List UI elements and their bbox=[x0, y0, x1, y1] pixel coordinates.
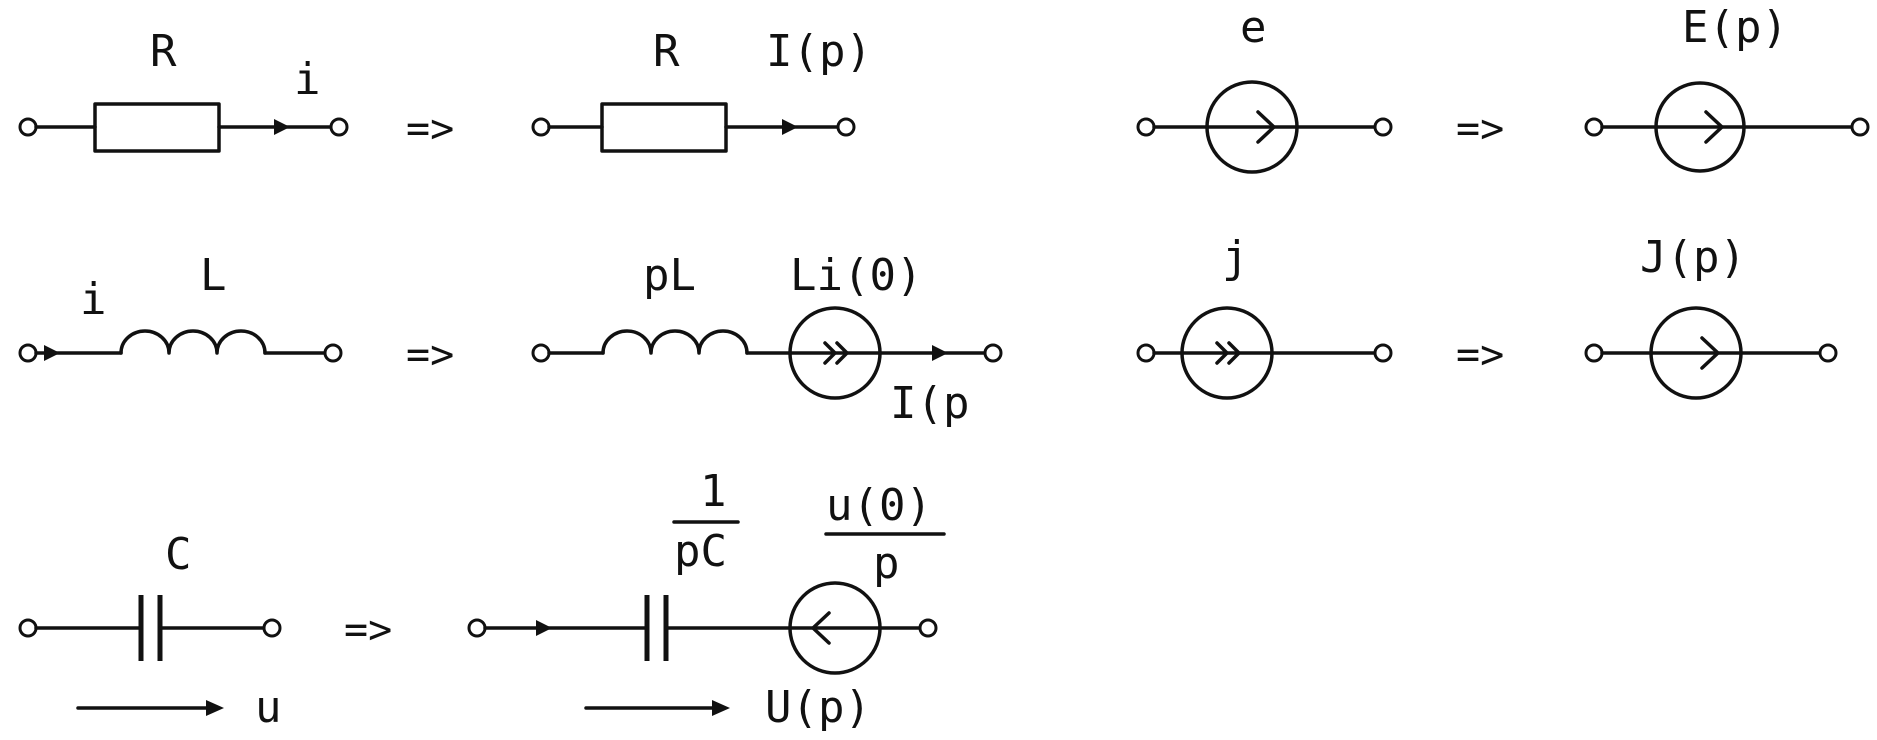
terminal bbox=[918, 618, 938, 638]
terminal bbox=[1373, 117, 1393, 137]
terminal bbox=[983, 343, 1003, 363]
transform-arrow: => bbox=[1456, 106, 1504, 152]
terminal bbox=[1373, 343, 1393, 363]
terminal bbox=[1584, 117, 1604, 137]
resistor-symbol bbox=[600, 102, 728, 153]
terminal bbox=[1136, 343, 1156, 363]
double-arrow bbox=[823, 341, 837, 365]
resistor-original: R i bbox=[18, 26, 349, 153]
inductor-coil bbox=[601, 329, 749, 355]
current-arrow bbox=[536, 620, 552, 636]
terminal bbox=[467, 618, 487, 638]
emf-label: e bbox=[1240, 2, 1267, 53]
voltage-arrowhead bbox=[206, 700, 224, 716]
transform-arrow: => bbox=[1456, 332, 1504, 378]
source-arrow bbox=[1700, 336, 1720, 370]
voltage-image-label: U(p) bbox=[765, 682, 871, 733]
current-source-original: j bbox=[1136, 232, 1393, 400]
capacitor-transformed: 1 pC u(0) p U(p) bbox=[467, 466, 946, 733]
current-arrow bbox=[932, 345, 948, 361]
emf-source-original: e bbox=[1136, 2, 1393, 174]
emf-image-label: E(p) bbox=[1682, 2, 1788, 53]
transform-arrow: => bbox=[406, 106, 454, 152]
source-denominator: p bbox=[873, 538, 900, 589]
resistance-label: R bbox=[653, 26, 680, 77]
source-arrow bbox=[1256, 110, 1276, 144]
source-arrow bbox=[1704, 110, 1724, 144]
resistance-label: R bbox=[150, 26, 177, 77]
terminal bbox=[1850, 117, 1870, 137]
terminal bbox=[836, 117, 856, 137]
current-image-label: I(p bbox=[890, 378, 969, 429]
emf-source-transformed: E(p) bbox=[1584, 2, 1870, 173]
inductor-transformed: pL Li(0) I(p bbox=[531, 250, 1003, 429]
current-source-image-label: J(p) bbox=[1640, 232, 1746, 283]
current-source-label: j bbox=[1222, 232, 1249, 283]
inductor-original: i L bbox=[18, 250, 343, 363]
voltage-source-circle bbox=[1205, 80, 1299, 174]
current-source-circle bbox=[1180, 306, 1274, 400]
double-arrow bbox=[835, 341, 849, 365]
inductance-label: L bbox=[200, 250, 227, 301]
terminal bbox=[18, 117, 38, 137]
double-arrow bbox=[1215, 341, 1229, 365]
terminal bbox=[262, 618, 282, 638]
source-numerator: u(0) bbox=[826, 480, 932, 531]
terminal bbox=[18, 618, 38, 638]
voltage-label: u bbox=[255, 682, 282, 733]
voltage-source-circle bbox=[1654, 81, 1746, 173]
capacitor-original: C u bbox=[18, 529, 282, 733]
current-label: i bbox=[294, 54, 321, 105]
transform-arrow: => bbox=[406, 332, 454, 378]
terminal bbox=[531, 343, 551, 363]
transform-arrow: => bbox=[344, 607, 392, 653]
impedance-denominator: pC bbox=[674, 526, 727, 577]
initial-source-label: Li(0) bbox=[790, 250, 922, 301]
impedance-numerator: 1 bbox=[700, 466, 727, 517]
initial-condition-source-circle bbox=[788, 306, 882, 400]
resistor-transformed: R I(p) bbox=[531, 26, 872, 153]
source-arrow bbox=[811, 611, 831, 645]
double-arrow bbox=[1227, 341, 1241, 365]
current-image-label: I(p) bbox=[766, 26, 872, 77]
terminal bbox=[1136, 117, 1156, 137]
current-arrow bbox=[782, 119, 798, 135]
resistor-symbol bbox=[93, 102, 221, 153]
initial-voltage-source-circle bbox=[788, 581, 882, 675]
current-source-circle bbox=[1649, 306, 1743, 400]
inductor-coil bbox=[119, 329, 267, 355]
capacitance-label: C bbox=[165, 529, 192, 580]
current-source-transformed: J(p) bbox=[1584, 232, 1838, 400]
terminal bbox=[323, 343, 343, 363]
terminal bbox=[1584, 343, 1604, 363]
terminal bbox=[329, 117, 349, 137]
terminal bbox=[531, 117, 551, 137]
current-arrow bbox=[44, 345, 60, 361]
terminal bbox=[1818, 343, 1838, 363]
impedance-label: pL bbox=[643, 250, 696, 301]
voltage-arrowhead bbox=[712, 700, 730, 716]
current-label: i bbox=[80, 274, 107, 325]
terminal bbox=[18, 343, 38, 363]
current-arrow bbox=[274, 119, 290, 135]
